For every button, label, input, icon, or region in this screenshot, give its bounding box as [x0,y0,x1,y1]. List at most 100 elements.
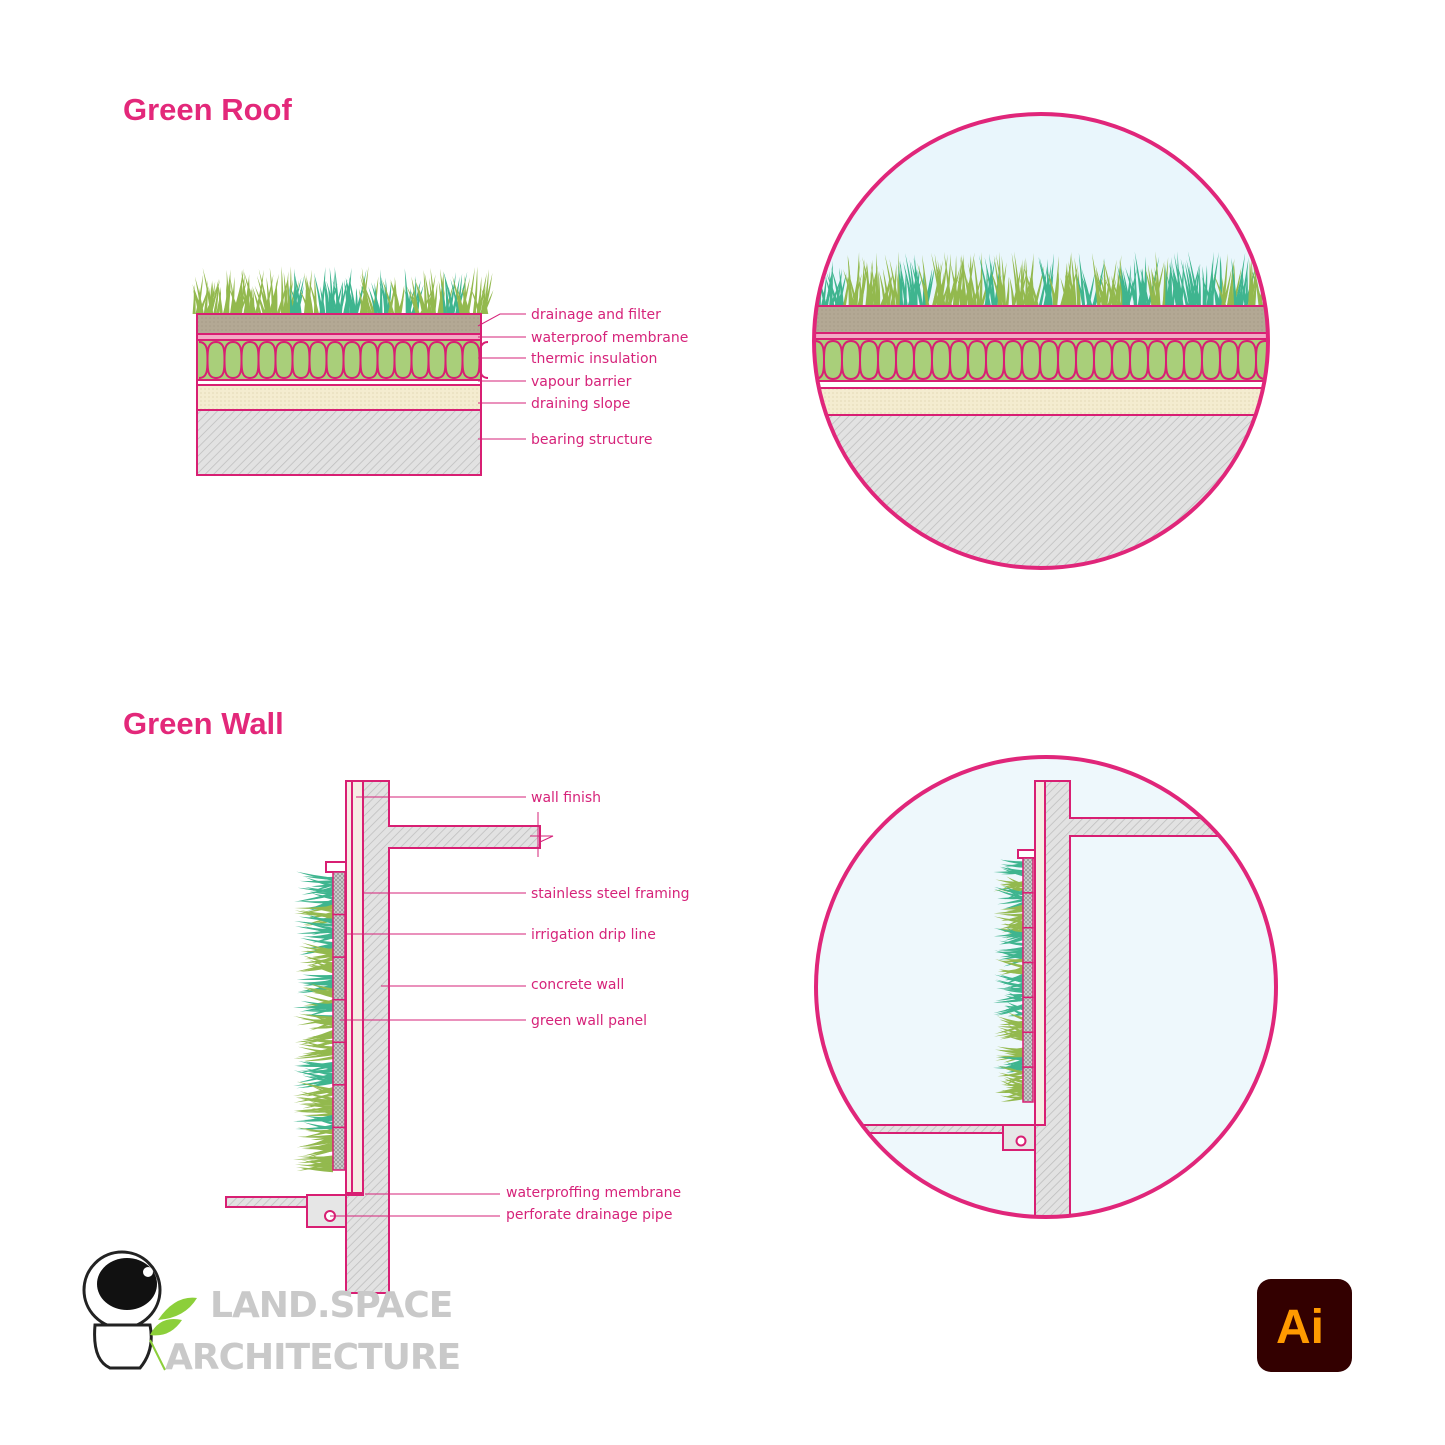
grass-tuft [994,946,1023,967]
label-drainage-filter: drainage and filter [531,307,661,323]
grass-tuft [296,871,333,895]
label-vapour-barrier: vapour barrier [531,374,632,390]
grass-tuft [1038,253,1055,306]
grass-tuft [1231,252,1256,306]
grass-tuft [1134,251,1160,306]
label-bearing-structure: bearing structure [531,432,652,448]
grass-tuft [1103,254,1124,306]
grass-tuft [289,268,305,314]
wall-panel [1022,1066,1034,1103]
drainage-layer [196,313,482,335]
panel-cap [325,861,347,873]
grass-tuft [1171,253,1200,306]
grass-tuft [1247,257,1267,306]
ground-slab [225,1196,308,1208]
grass-tuft [994,958,1023,976]
insulation-pattern [198,341,489,379]
grass-tuft [1019,252,1045,306]
grass-tuft [381,276,405,314]
grass-tuft [293,1068,333,1089]
grass-tuft [293,1000,333,1019]
logo-line2: ARCHITECTURE [165,1337,460,1378]
grass-tuft [302,983,333,1009]
grass-tuft [368,269,392,314]
grass-tuft [299,269,320,314]
grass-tuft [440,271,468,314]
grass-tuft [294,1154,333,1173]
grass-tuft [995,1080,1023,1102]
roof-detail-circle [812,112,1270,570]
wall-section [225,780,554,1294]
roof-section [192,266,494,476]
label-green-wall-panel: green wall panel [531,1013,647,1029]
grass-tuft [993,886,1023,909]
grass-tuft [842,251,862,306]
wall-panel [332,1084,346,1129]
grass-tuft [993,859,1023,877]
grass-tuft [296,1127,333,1148]
wall-panel [1022,926,1034,964]
bearing-layer [196,409,482,476]
grass-tuft [905,253,935,306]
grass-tuft [997,1065,1023,1088]
wall-panel [1022,1031,1034,1068]
slope-layer [196,384,482,411]
wall-grass [293,871,333,1173]
label-wall-finish: wall finish [531,790,601,806]
label-draining-slope: draining slope [531,396,630,412]
green-roof-title: Green Roof [123,92,292,127]
grass-tuft [994,973,1023,989]
wall-finish [345,780,364,1194]
grass-tuft [1213,253,1242,306]
grass-tuft [293,1114,333,1131]
wall-panel [332,956,346,1001]
grass-tuft [293,1097,333,1117]
insulation-layer [196,339,482,381]
grass-tuft [294,904,333,926]
grass-tuft [452,267,475,314]
grass-tuft [993,927,1023,946]
grass-tuft [950,252,975,306]
grass-tuft [993,985,1023,1003]
wall-panel [1022,892,1034,929]
grass-tuft [990,251,1010,306]
grass-tuft [294,915,333,935]
wall-panel [1022,996,1034,1034]
label-irrigation: irrigation drip line [531,927,656,943]
grass-tuft [993,904,1023,926]
insulation-wave [198,341,489,379]
wall-detail-circle [814,755,1278,1219]
grass-tuft [293,1081,333,1109]
wall-panel [332,871,346,916]
label-steel-framing: stainless steel framing [531,886,690,902]
grass-tuft [358,266,379,314]
wall-panel [332,1041,346,1086]
wall-labels: wall finish stainless steel framing irri… [330,790,690,1223]
insulation-wave [815,340,1267,380]
land-space-logo: LAND.SPACE ARCHITECTURE [82,1250,461,1378]
wall-panel [332,998,346,1044]
label-thermic-insulation: thermic insulation [531,351,657,367]
grass-tuft [240,269,264,314]
grass-tuft [295,955,333,974]
wall-panel [1022,961,1034,999]
label-concrete-wall: concrete wall [531,977,624,993]
grass-tuft [1009,251,1033,306]
grass-tuft [1076,252,1106,306]
label-drainage-pipe: perforate drainage pipe [506,1207,672,1223]
ai-badge-text: Ai [1276,1301,1324,1354]
illustrator-badge: Ai [1257,1279,1352,1372]
roof-labels: drainage and filter waterproof membrane … [477,307,688,448]
green-wall-panels [332,871,346,1171]
logo-line1: LAND.SPACE [210,1285,452,1326]
grass-tuft [879,251,901,306]
label-waterproof-membrane: waterproof membrane [531,330,688,346]
grass-tuft [1186,251,1208,306]
grass-tuft [993,1001,1023,1017]
grass-tuft [993,916,1023,939]
green-wall-title: Green Wall [123,706,284,741]
grass-tuft [343,269,367,314]
grass-tuft [254,267,279,314]
grass-tuft [1117,258,1138,306]
